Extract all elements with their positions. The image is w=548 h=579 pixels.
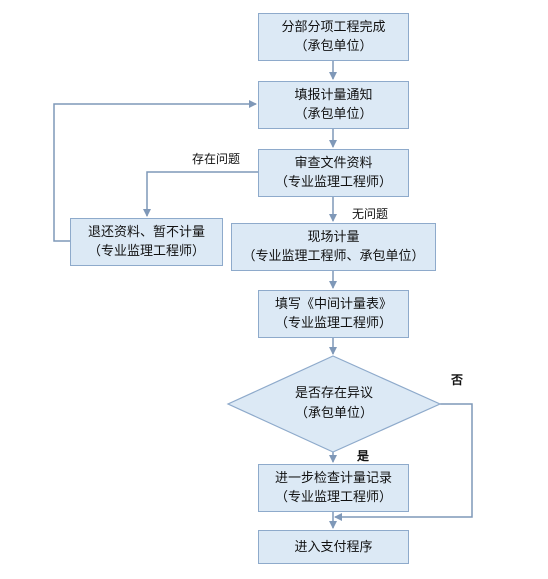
node-return-documents: 退还资料、暂不计量 （专业监理工程师）: [70, 218, 223, 266]
node-line: （专业监理工程师）: [274, 490, 392, 505]
arrow-n3-n4: [143, 171, 258, 217]
edge-label-no: 否: [451, 373, 464, 387]
node-line: （专业监理工程师）: [274, 316, 392, 331]
node-line: 分部分项工程完成: [281, 20, 386, 35]
decision-diamond: [226, 355, 442, 453]
edge-label-no-issue: 无问题: [352, 207, 389, 221]
node-line: （承包单位）: [294, 107, 373, 122]
decision-objection-text: 是否存在异议 （承包单位）: [228, 356, 440, 452]
node-line: （专业监理工程师）: [87, 244, 205, 259]
node-line: 现场计量: [307, 230, 360, 245]
node-line: 填写《中间计量表》: [274, 297, 392, 312]
node-line: 审查文件资料: [294, 156, 373, 171]
node-fill-measure-notice: 填报计量通知 （承包单位）: [258, 81, 409, 129]
edge-label-has-issue: 存在问题: [192, 152, 241, 166]
node-line: 填报计量通知: [294, 88, 373, 103]
node-further-check-records: 进一步检查计量记录 （专业监理工程师）: [258, 464, 409, 512]
node-line: （承包单位）: [294, 39, 373, 54]
node-line: （专业监理工程师、承包单位）: [242, 249, 425, 264]
node-fill-interim-measure-table: 填写《中间计量表》 （专业监理工程师）: [258, 290, 409, 338]
node-line: 退还资料、暂不计量: [87, 225, 205, 240]
node-review-documents: 审查文件资料 （专业监理工程师）: [258, 149, 409, 197]
arrow-n4-n2: [53, 100, 257, 242]
node-line: （专业监理工程师）: [274, 175, 392, 190]
node-line: （承包单位）: [294, 406, 373, 421]
arrow-n7-no: [334, 403, 473, 521]
node-subitem-complete: 分部分项工程完成 （承包单位）: [258, 13, 409, 61]
node-line: 进一步检查计量记录: [274, 471, 392, 486]
node-site-measure: 现场计量 （专业监理工程师、承包单位）: [231, 223, 436, 271]
node-line: 是否存在异议: [294, 386, 373, 401]
edge-label-yes: 是: [357, 449, 370, 463]
node-enter-payment: 进入支付程序: [258, 530, 409, 564]
node-line: 进入支付程序: [294, 539, 373, 555]
